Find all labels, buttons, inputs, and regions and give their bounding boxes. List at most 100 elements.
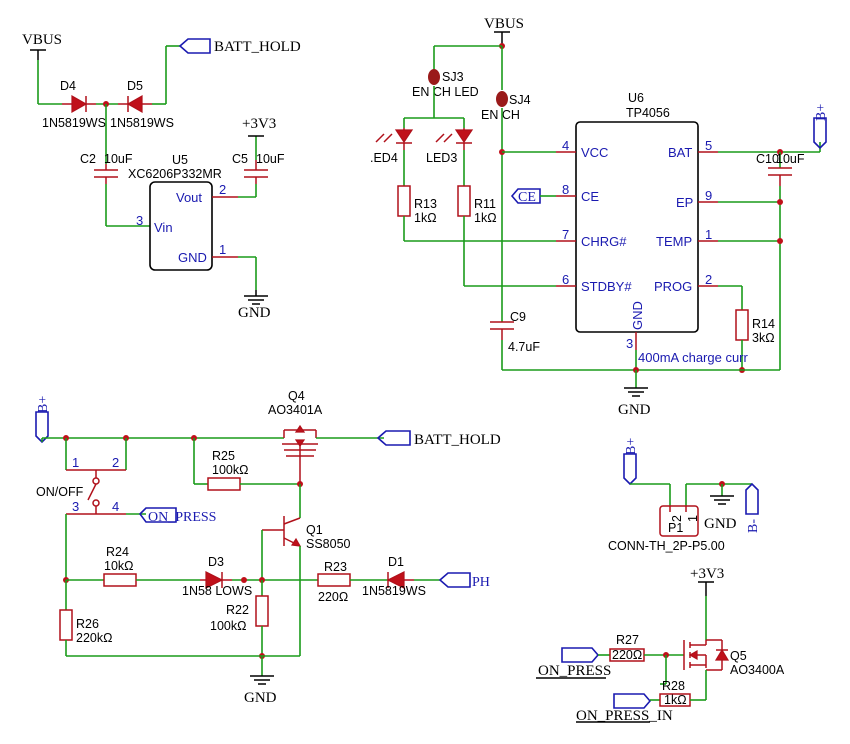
c10-value: 10uF <box>776 152 805 166</box>
r25-ref: R25 <box>212 449 235 463</box>
c5-ref: C5 <box>232 152 248 166</box>
capacitor-c2: C2 10uF <box>80 152 133 184</box>
capacitor-c10: C10 10uF <box>756 152 805 186</box>
on-press-flag-latch <box>138 507 177 523</box>
switch-pin-2: 2 <box>112 455 119 470</box>
on-press-in-flag <box>613 693 652 709</box>
b-minus-label: B- <box>746 519 761 533</box>
charge-current-note: 400mA charge curr <box>638 350 749 365</box>
b-plus-flag-latch <box>35 411 49 444</box>
gnd-label-charger: GND <box>618 402 651 418</box>
gnd-symbol-charger <box>624 387 648 397</box>
mosfet-q4: Q4 AO3401A <box>268 389 323 484</box>
u6-pin-7: 7 <box>562 227 569 242</box>
u6-pin-9: 9 <box>705 188 712 203</box>
u6-pin-chrg: CHRG# <box>581 234 627 249</box>
u5-pin-1: 1 <box>219 242 226 257</box>
ph-label: PH <box>472 575 490 590</box>
mosfet-q5: Q5 AO3400A <box>683 639 785 677</box>
diode-d4: D4 1N5819WS <box>42 79 106 130</box>
ce-flag-label: CE <box>518 190 536 205</box>
u6-pin-4: 4 <box>562 138 569 153</box>
ldo-section: VBUS D4 1N5819WS D5 1N5819WS BATT_HO <box>22 32 301 321</box>
r28-value: 1kΩ <box>664 693 687 707</box>
r11-ref: R11 <box>474 197 496 211</box>
resistor-r23: R23 220Ω <box>317 560 351 604</box>
latch-section: B+ ON/OFF 1 2 3 4 ON_PRESS <box>35 389 501 706</box>
u6-pin-stdby: STDBY# <box>581 279 632 294</box>
on-press-label-q5: ON_PRESS <box>538 663 611 679</box>
resistor-r11: R11 1kΩ <box>457 185 497 225</box>
r24-ref: R24 <box>106 545 129 559</box>
switch-on-off: ON/OFF 1 2 3 4 <box>36 455 126 515</box>
r28-ref: R28 <box>662 679 685 693</box>
b-plus-label-charger: B+ <box>814 104 829 121</box>
c2-ref: C2 <box>80 152 96 166</box>
gnd-label-connector: GND <box>704 516 737 532</box>
d5-ref: D5 <box>127 79 143 93</box>
r27-value: 220Ω <box>612 648 642 662</box>
u5-ref: U5 <box>172 153 188 167</box>
r26-value: 220kΩ <box>76 631 112 645</box>
u6-pin-6: 6 <box>562 272 569 287</box>
batt-hold-flag-top <box>178 38 211 54</box>
c5-value: 10uF <box>256 152 285 166</box>
batt-hold-label-latch: BATT_HOLD <box>414 432 501 448</box>
u6-pin-2: 2 <box>705 272 712 287</box>
diode-d1: D1 1N5819WS <box>362 555 426 598</box>
b-plus-flag-charger <box>813 117 827 150</box>
vbus-label-left: VBUS <box>22 32 62 48</box>
switch-pin-4: 4 <box>112 499 119 514</box>
d3-value: 1N58 LOWS <box>182 584 252 598</box>
ldo-u5: U5 XC6206P332MR Vout Vin GND 3 2 1 <box>128 153 238 271</box>
resistor-r27: R27 220Ω <box>609 633 645 662</box>
p1-pin-2: 2 <box>670 515 684 522</box>
c9-value: 4.7uF <box>508 340 540 354</box>
p1-pin-1: 1 <box>686 515 700 522</box>
u5-pin-vout: Vout <box>176 190 202 205</box>
r14-ref: R14 <box>752 317 775 331</box>
u6-value: TP4056 <box>626 106 670 120</box>
connector-p1: 2 1 P1 CONN-TH_2P-P5.00 <box>608 505 725 553</box>
u5-pin-3: 3 <box>136 213 143 228</box>
u6-pin-vcc: VCC <box>581 145 608 160</box>
charger-u6: U6 TP4056 VCC CE CHRG# STDBY# BAT EP TEM… <box>556 91 718 351</box>
batt-hold-flag-latch <box>376 430 411 446</box>
sj4-ref: SJ4 <box>509 93 531 107</box>
gnd-symbol-latch <box>250 675 274 685</box>
q4-value: AO3401A <box>268 403 323 417</box>
d5-value: 1N5819WS <box>110 116 174 130</box>
u6-pin-ce: CE <box>581 189 599 204</box>
u6-pin-1: 1 <box>705 227 712 242</box>
charger-section: VBUS SJ3 EN CH LED SJ4 EN CH <box>370 16 829 418</box>
transistor-q1: Q1 SS8050 <box>262 516 351 551</box>
r24-value: 10kΩ <box>104 559 134 573</box>
gnd-symbol-connector <box>710 495 734 505</box>
c9-ref: C9 <box>510 310 526 324</box>
r23-value: 220Ω <box>318 590 348 604</box>
d1-value: 1N5819WS <box>362 584 426 598</box>
u6-pin-temp: TEMP <box>656 234 692 249</box>
b-plus-flag-connector <box>623 453 637 486</box>
r27-ref: R27 <box>616 633 639 647</box>
led4-ref: .ED4 <box>370 151 398 165</box>
b-plus-label-latch: B+ <box>36 396 51 413</box>
q1-value: SS8050 <box>306 537 351 551</box>
switch-ref: ON/OFF <box>36 485 84 499</box>
resistor-r22: R22 100kΩ <box>210 595 269 633</box>
u6-pin-3: 3 <box>626 336 633 351</box>
resistor-r25: R25 100kΩ <box>207 449 248 491</box>
u6-pin-gnd: GND <box>630 301 645 330</box>
resistor-r14: R14 3kΩ <box>735 309 775 345</box>
u5-pin-2: 2 <box>219 182 226 197</box>
resistor-r24: R24 10kΩ <box>103 545 137 587</box>
u6-pin-8: 8 <box>562 182 569 197</box>
on-press-section: +3V3 ON_PRESS R27 220Ω <box>536 566 785 724</box>
resistor-r28: R28 1kΩ <box>659 679 691 707</box>
u6-pin-ep: EP <box>676 195 693 210</box>
r26-ref: R26 <box>76 617 99 631</box>
r13-value: 1kΩ <box>414 211 437 225</box>
ph-flag <box>438 572 471 588</box>
d1-ref: D1 <box>388 555 404 569</box>
c10-ref: C10 <box>756 152 779 166</box>
